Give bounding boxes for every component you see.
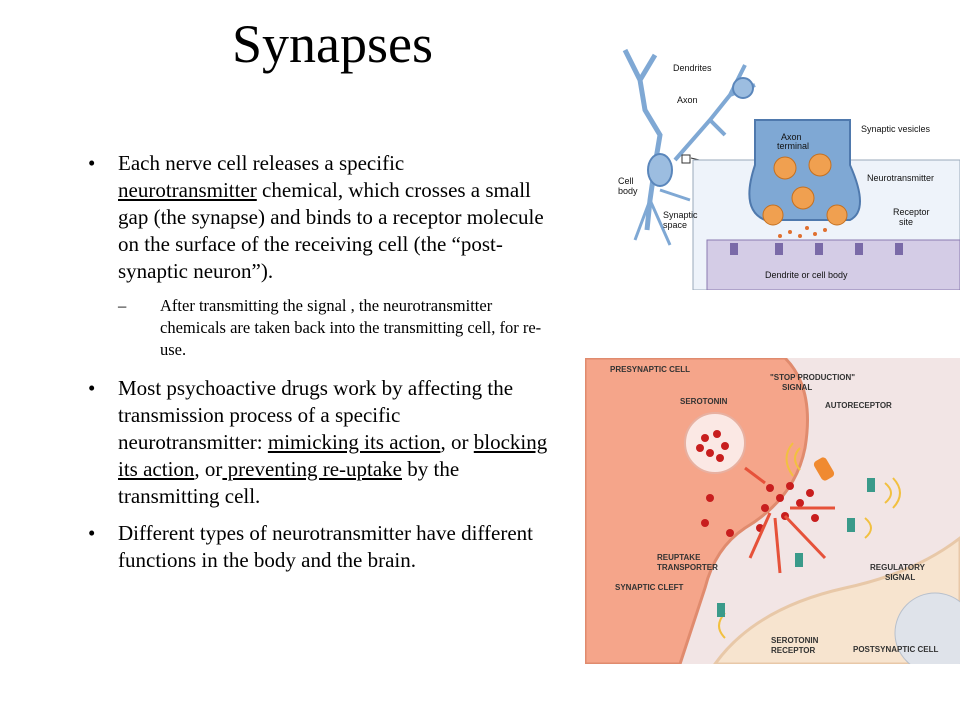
label-regulatory: REGULATORY [870,563,926,572]
label-stop-production-signal: SIGNAL [782,383,812,392]
serotonin-vesicle [684,412,746,474]
label-synaptic-vesicles: Synaptic vesicles [861,124,931,134]
underlined-blocking: blocking its action [118,430,548,481]
label-axon: Axon [677,95,698,105]
label-synaptic-cleft: SYNAPTIC CLEFT [615,583,684,592]
serotonin-diagram: PRESYNAPTIC CELL "STOP PRODUCTION" SIGNA… [583,356,960,674]
underlined-term-neurotransmitter: neurotransmitter [118,178,257,202]
slide-title: Synapses [232,14,433,74]
label-dendrites: Dendrites [673,63,712,73]
underlined-mimicking: mimicking its action [267,430,441,454]
diagram-labels: Dendrites Axon Cell body Synaptic space … [618,63,934,280]
synapse-diagram: Dendrites Axon Cell body Synaptic space … [615,40,960,291]
label-body: body [618,186,638,196]
slide-body: • Each nerve cell releases a specific ne… [88,150,548,584]
underlined-reuptake: preventing re-uptake [222,457,402,481]
bullet-neurotransmitter-types: • Different types of neurotransmitter ha… [88,520,548,574]
synapse-closeup [692,119,960,291]
subbullet-marker: – [118,296,127,315]
bullet-text: by the transmitting cell. [118,457,460,508]
synapse-diagram-svg: Dendrites Axon Cell body Synaptic space … [618,48,960,291]
receptors [717,478,875,617]
autoreceptor [813,457,835,481]
label-stop-production: "STOP PRODUCTION" [770,373,855,382]
label-axon-terminal-2: terminal [777,141,809,151]
label-axon-terminal-1: Axon [781,132,802,142]
bullet-marker: • [88,521,96,545]
label-serotonin: SEROTONIN [680,397,728,406]
diffusion-arrows [744,466,835,574]
bullet-text: , or [440,430,474,454]
signal-waves [718,442,901,639]
label-site: site [899,217,913,227]
bullet-text: Different types of neurotransmitter have… [118,521,533,572]
bullet-psychoactive-drugs: • Most psychoactive drugs work by affect… [88,375,548,510]
label-cell: Cell [618,176,634,186]
label-space: space [663,220,687,230]
label-reuptake: REUPTAKE [657,553,701,562]
bullet-marker: • [88,376,96,400]
label-autoreceptor: AUTORECEPTOR [825,401,892,410]
label-synaptic: Synaptic [663,210,698,220]
serotonin-diagram-svg: PRESYNAPTIC CELL "STOP PRODUCTION" SIGNA… [583,356,960,674]
label-receptor: RECEPTOR [771,646,816,655]
label-receptor: Receptor [893,207,930,217]
label-serotonin-receptor: SEROTONIN [771,636,819,645]
label-presynaptic-cell: PRESYNAPTIC CELL [610,365,690,374]
label-postsynaptic-cell: POSTSYNAPTIC CELL [853,645,938,654]
bullet-text: chemical, which crosses a small gap (the… [118,178,544,283]
bullet-text: Most psychoactive drugs work by affectin… [118,376,514,454]
serotonin-molecules [696,430,819,537]
bullet-text: Each nerve cell releases a specific [118,151,405,175]
serotonin-diagram-labels: PRESYNAPTIC CELL "STOP PRODUCTION" SIGNA… [610,365,938,655]
neuron-illustration [622,48,756,246]
bullet-marker: • [88,151,96,175]
label-dendrite-cell-body: Dendrite or cell body [765,270,848,280]
label-transporter: TRANSPORTER [657,563,718,572]
label-neurotransmitter: Neurotransmitter [867,173,934,183]
subbullet-text: After transmitting the signal , the neur… [160,296,542,359]
bullet-text: , or [194,457,223,481]
label-regulatory-signal: SIGNAL [885,573,915,582]
subbullet-reuptake: – After transmitting the signal , the ne… [88,295,548,361]
bullet-neurotransmitter-release: • Each nerve cell releases a specific ne… [88,150,548,285]
zoom-box [681,154,691,164]
